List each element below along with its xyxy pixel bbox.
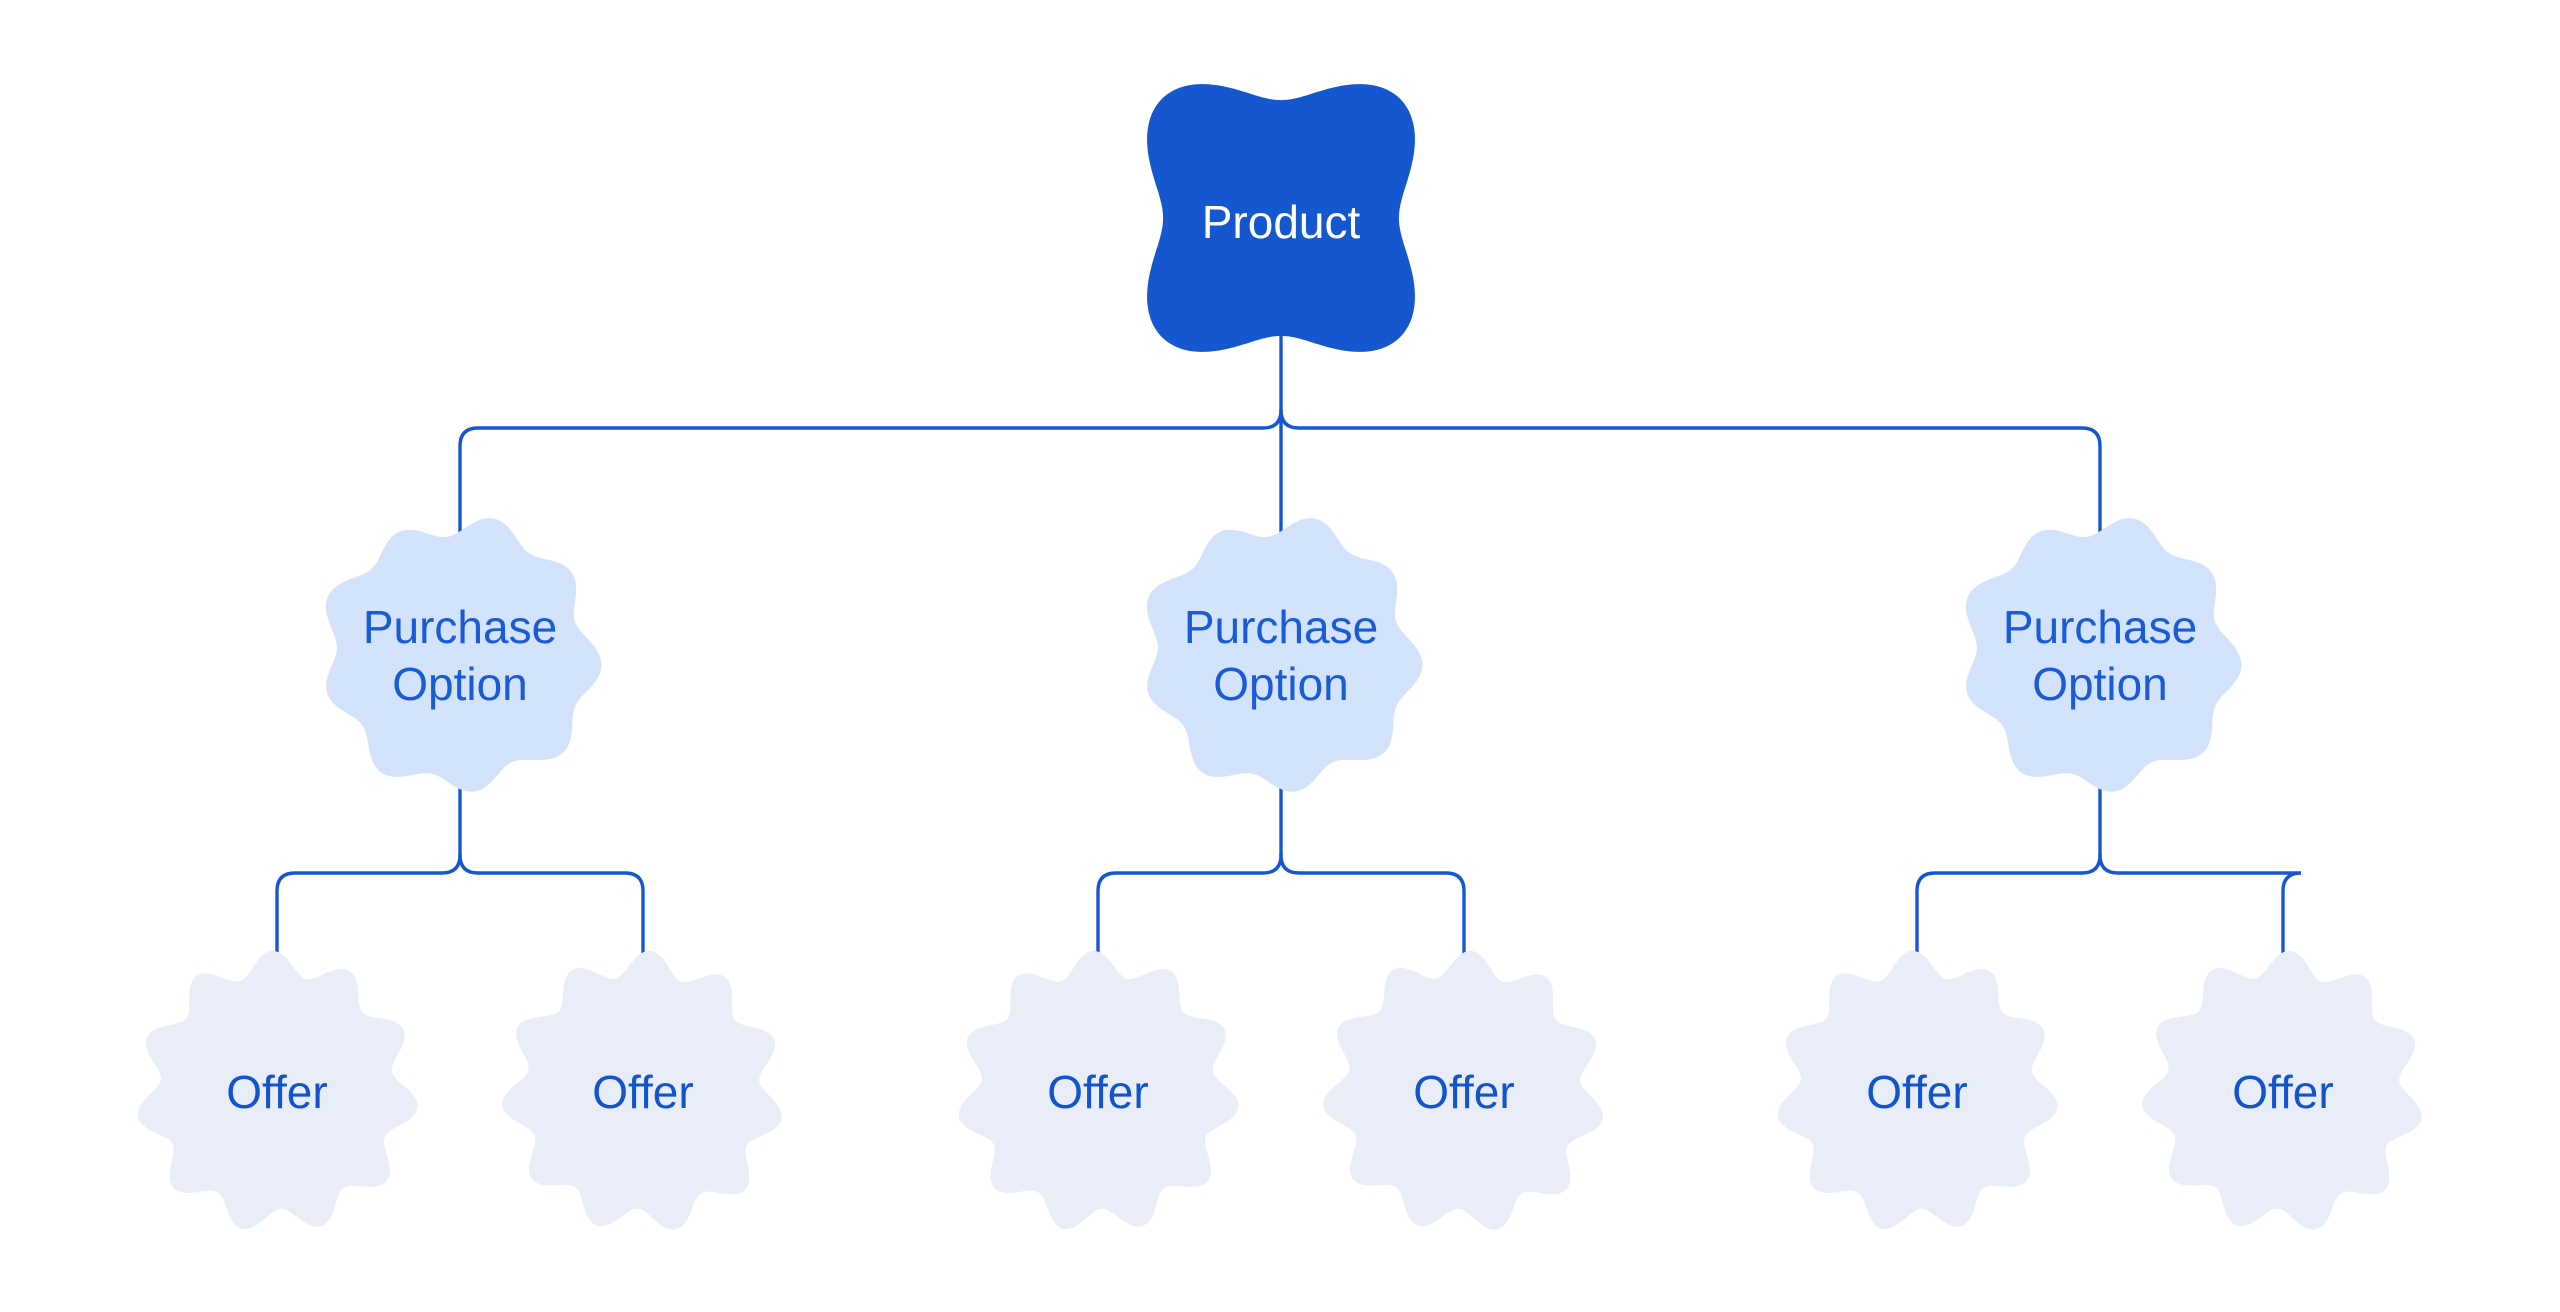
connector-po3-left bbox=[1915, 853, 2102, 1002]
purchase-option-label-line1: Purchase bbox=[363, 601, 557, 653]
purchase-option-label-line1: Purchase bbox=[1184, 601, 1378, 653]
offer-node-label: Offer bbox=[1866, 1066, 1967, 1118]
purchase-option-node-group-2: Purchase Option bbox=[1146, 518, 1423, 792]
offer-node-label: Offer bbox=[1413, 1066, 1514, 1118]
offer-node-group-1a: Offer bbox=[137, 950, 418, 1230]
purchase-option-label-line2: Option bbox=[1213, 658, 1349, 710]
offer-node-blob bbox=[1777, 950, 2058, 1230]
offer-node-group-3b: Offer bbox=[2142, 951, 2422, 1230]
offer-node-group-1b: Offer bbox=[502, 951, 782, 1230]
purchase-option-node-blob bbox=[325, 518, 602, 792]
purchase-option-node-blob bbox=[1146, 518, 1423, 792]
purchase-option-label-line1: Purchase bbox=[2003, 601, 2197, 653]
connectors-level-2-group-2 bbox=[1096, 758, 1466, 1002]
offer-node-label: Offer bbox=[592, 1066, 693, 1118]
offer-node-blob bbox=[958, 950, 1239, 1230]
purchase-option-node-group-1: Purchase Option bbox=[325, 518, 602, 792]
connector-po2-right bbox=[1279, 853, 1466, 1002]
offer-node-blob bbox=[137, 950, 418, 1230]
offer-node-blob bbox=[502, 951, 782, 1230]
product-node-blob bbox=[1147, 84, 1415, 352]
offer-node-label: Offer bbox=[1047, 1066, 1148, 1118]
connector-po1-right bbox=[458, 853, 645, 1002]
offer-node-blob bbox=[2142, 951, 2422, 1230]
offer-node-label: Offer bbox=[226, 1066, 327, 1118]
product-node-group: Product bbox=[1147, 84, 1415, 352]
connector-bus1-right bbox=[1279, 408, 2102, 542]
connector-po3-right bbox=[2098, 853, 2302, 1002]
connector-bus1-left bbox=[458, 408, 1283, 542]
connectors-level-2-group-3 bbox=[1915, 758, 2302, 1002]
offer-node-label: Offer bbox=[2232, 1066, 2333, 1118]
purchase-option-label-line2: Option bbox=[2032, 658, 2168, 710]
connector-po2-left bbox=[1096, 853, 1283, 1002]
purchase-option-node-blob bbox=[1965, 518, 2242, 792]
connector-po1-left bbox=[275, 853, 462, 1002]
product-node-label: Product bbox=[1202, 196, 1361, 248]
offer-node-group-3a: Offer bbox=[1777, 950, 2058, 1230]
connectors-level-2-group-1 bbox=[275, 758, 645, 1002]
offer-node-group-2a: Offer bbox=[958, 950, 1239, 1230]
purchase-option-label-line2: Option bbox=[392, 658, 528, 710]
connectors-level-1 bbox=[458, 298, 2102, 542]
offer-node-group-2b: Offer bbox=[1323, 951, 1603, 1230]
purchase-option-node-group-3: Purchase Option bbox=[1965, 518, 2242, 792]
offer-node-blob bbox=[1323, 951, 1603, 1230]
